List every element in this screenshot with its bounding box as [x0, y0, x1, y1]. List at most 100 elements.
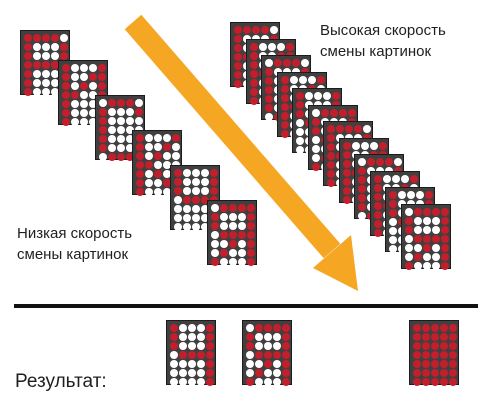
led-dot-lit — [89, 73, 97, 81]
led-dot-lit — [281, 94, 289, 102]
led-dot-unlit — [183, 223, 191, 231]
led-dot-unlit — [392, 175, 400, 183]
led-dot-unlit — [423, 226, 431, 234]
led-dot-unlit — [192, 223, 200, 231]
led-dot-lit — [255, 351, 263, 359]
led-panel — [95, 95, 145, 161]
led-dot-lit — [274, 59, 282, 67]
led-dot-lit — [62, 64, 70, 72]
led-dot-lit — [145, 161, 153, 169]
led-dot-unlit — [71, 73, 79, 81]
led-dot-unlit — [108, 117, 116, 125]
led-dot-unlit — [432, 226, 440, 234]
led-dot-unlit — [246, 369, 254, 377]
led-dot-lit — [422, 324, 430, 332]
led-dot-unlit — [188, 369, 196, 377]
led-dot-lit — [423, 208, 431, 216]
led-dot-unlit — [296, 119, 304, 127]
led-dot-lit — [374, 220, 382, 228]
led-dot-lit — [413, 342, 421, 350]
led-dot-unlit — [383, 175, 391, 183]
led-dot-unlit — [33, 70, 41, 78]
led-dot-unlit — [352, 142, 360, 150]
led-dot-unlit — [201, 169, 209, 177]
led-dot-unlit — [108, 126, 116, 134]
led-dot-unlit — [188, 342, 196, 350]
led-dot-lit — [24, 70, 32, 78]
led-dot-unlit — [407, 191, 415, 199]
led-dot-unlit — [154, 161, 162, 169]
led-dot-lit — [440, 324, 448, 332]
led-dot-lit — [413, 333, 421, 341]
led-dot-unlit — [188, 378, 196, 386]
led-dot-lit — [282, 369, 290, 377]
led-dot-unlit — [220, 240, 228, 248]
led-dot-lit — [188, 351, 196, 359]
led-dot-unlit — [211, 249, 219, 257]
led-dot-unlit — [389, 227, 397, 235]
led-dot-unlit — [211, 204, 219, 212]
led-dot-lit — [348, 109, 356, 117]
led-dot-lit — [210, 178, 218, 186]
led-dot-unlit — [80, 109, 88, 117]
led-dot-unlit — [51, 70, 59, 78]
led-dot-lit — [449, 369, 457, 377]
led-dot-unlit — [89, 91, 97, 99]
led-dot-unlit — [265, 59, 273, 67]
led-dot-unlit — [432, 253, 440, 261]
led-dot-unlit — [183, 205, 191, 213]
led-dot-unlit — [197, 324, 205, 332]
led-dot-unlit — [71, 82, 79, 90]
led-dot-unlit — [414, 262, 422, 270]
led-dot-lit — [441, 226, 449, 234]
led-dot-unlit — [42, 52, 50, 60]
led-dot-lit — [238, 231, 246, 239]
led-dot-unlit — [154, 134, 162, 142]
led-dot-unlit — [314, 92, 322, 100]
led-dot-unlit — [80, 73, 88, 81]
led-dot-lit — [265, 104, 273, 112]
led-dot-unlit — [220, 222, 228, 230]
led-dot-lit — [282, 342, 290, 350]
led-dot-lit — [247, 213, 255, 221]
led-dot-unlit — [238, 249, 246, 257]
led-dot-lit — [281, 76, 289, 84]
led-dot-lit — [170, 324, 178, 332]
led-dot-unlit — [296, 137, 304, 145]
led-dot-lit — [24, 61, 32, 69]
led-dot-lit — [136, 143, 144, 151]
led-dot-unlit — [145, 134, 153, 142]
led-dot-lit — [440, 360, 448, 368]
led-dot-lit — [206, 369, 214, 377]
led-dot-lit — [358, 185, 366, 193]
led-dot-lit — [80, 82, 88, 90]
led-dot-unlit — [126, 117, 134, 125]
led-dot-lit — [374, 211, 382, 219]
led-dot-unlit — [197, 342, 205, 350]
led-dot-lit — [99, 108, 107, 116]
led-dot-unlit — [89, 100, 97, 108]
led-dot-lit — [327, 134, 335, 142]
led-dot-lit — [234, 62, 242, 70]
led-dot-unlit — [170, 351, 178, 359]
led-dot-lit — [265, 77, 273, 85]
led-dot-unlit — [296, 146, 304, 154]
led-dot-unlit — [71, 109, 79, 117]
led-dot-lit — [282, 351, 290, 359]
led-dot-unlit — [238, 222, 246, 230]
led-dot-lit — [135, 108, 143, 116]
led-dot-lit — [422, 369, 430, 377]
led-dot-unlit — [42, 70, 50, 78]
led-dot-unlit — [117, 108, 125, 116]
led-dot-unlit — [51, 52, 59, 60]
led-dot-unlit — [246, 324, 254, 332]
led-dot-unlit — [358, 158, 366, 166]
led-dot-unlit — [179, 333, 187, 341]
led-dot-lit — [99, 117, 107, 125]
led-dot-lit — [449, 378, 457, 386]
led-dot-lit — [413, 324, 421, 332]
led-dot-lit — [282, 333, 290, 341]
led-dot-lit — [255, 369, 263, 377]
